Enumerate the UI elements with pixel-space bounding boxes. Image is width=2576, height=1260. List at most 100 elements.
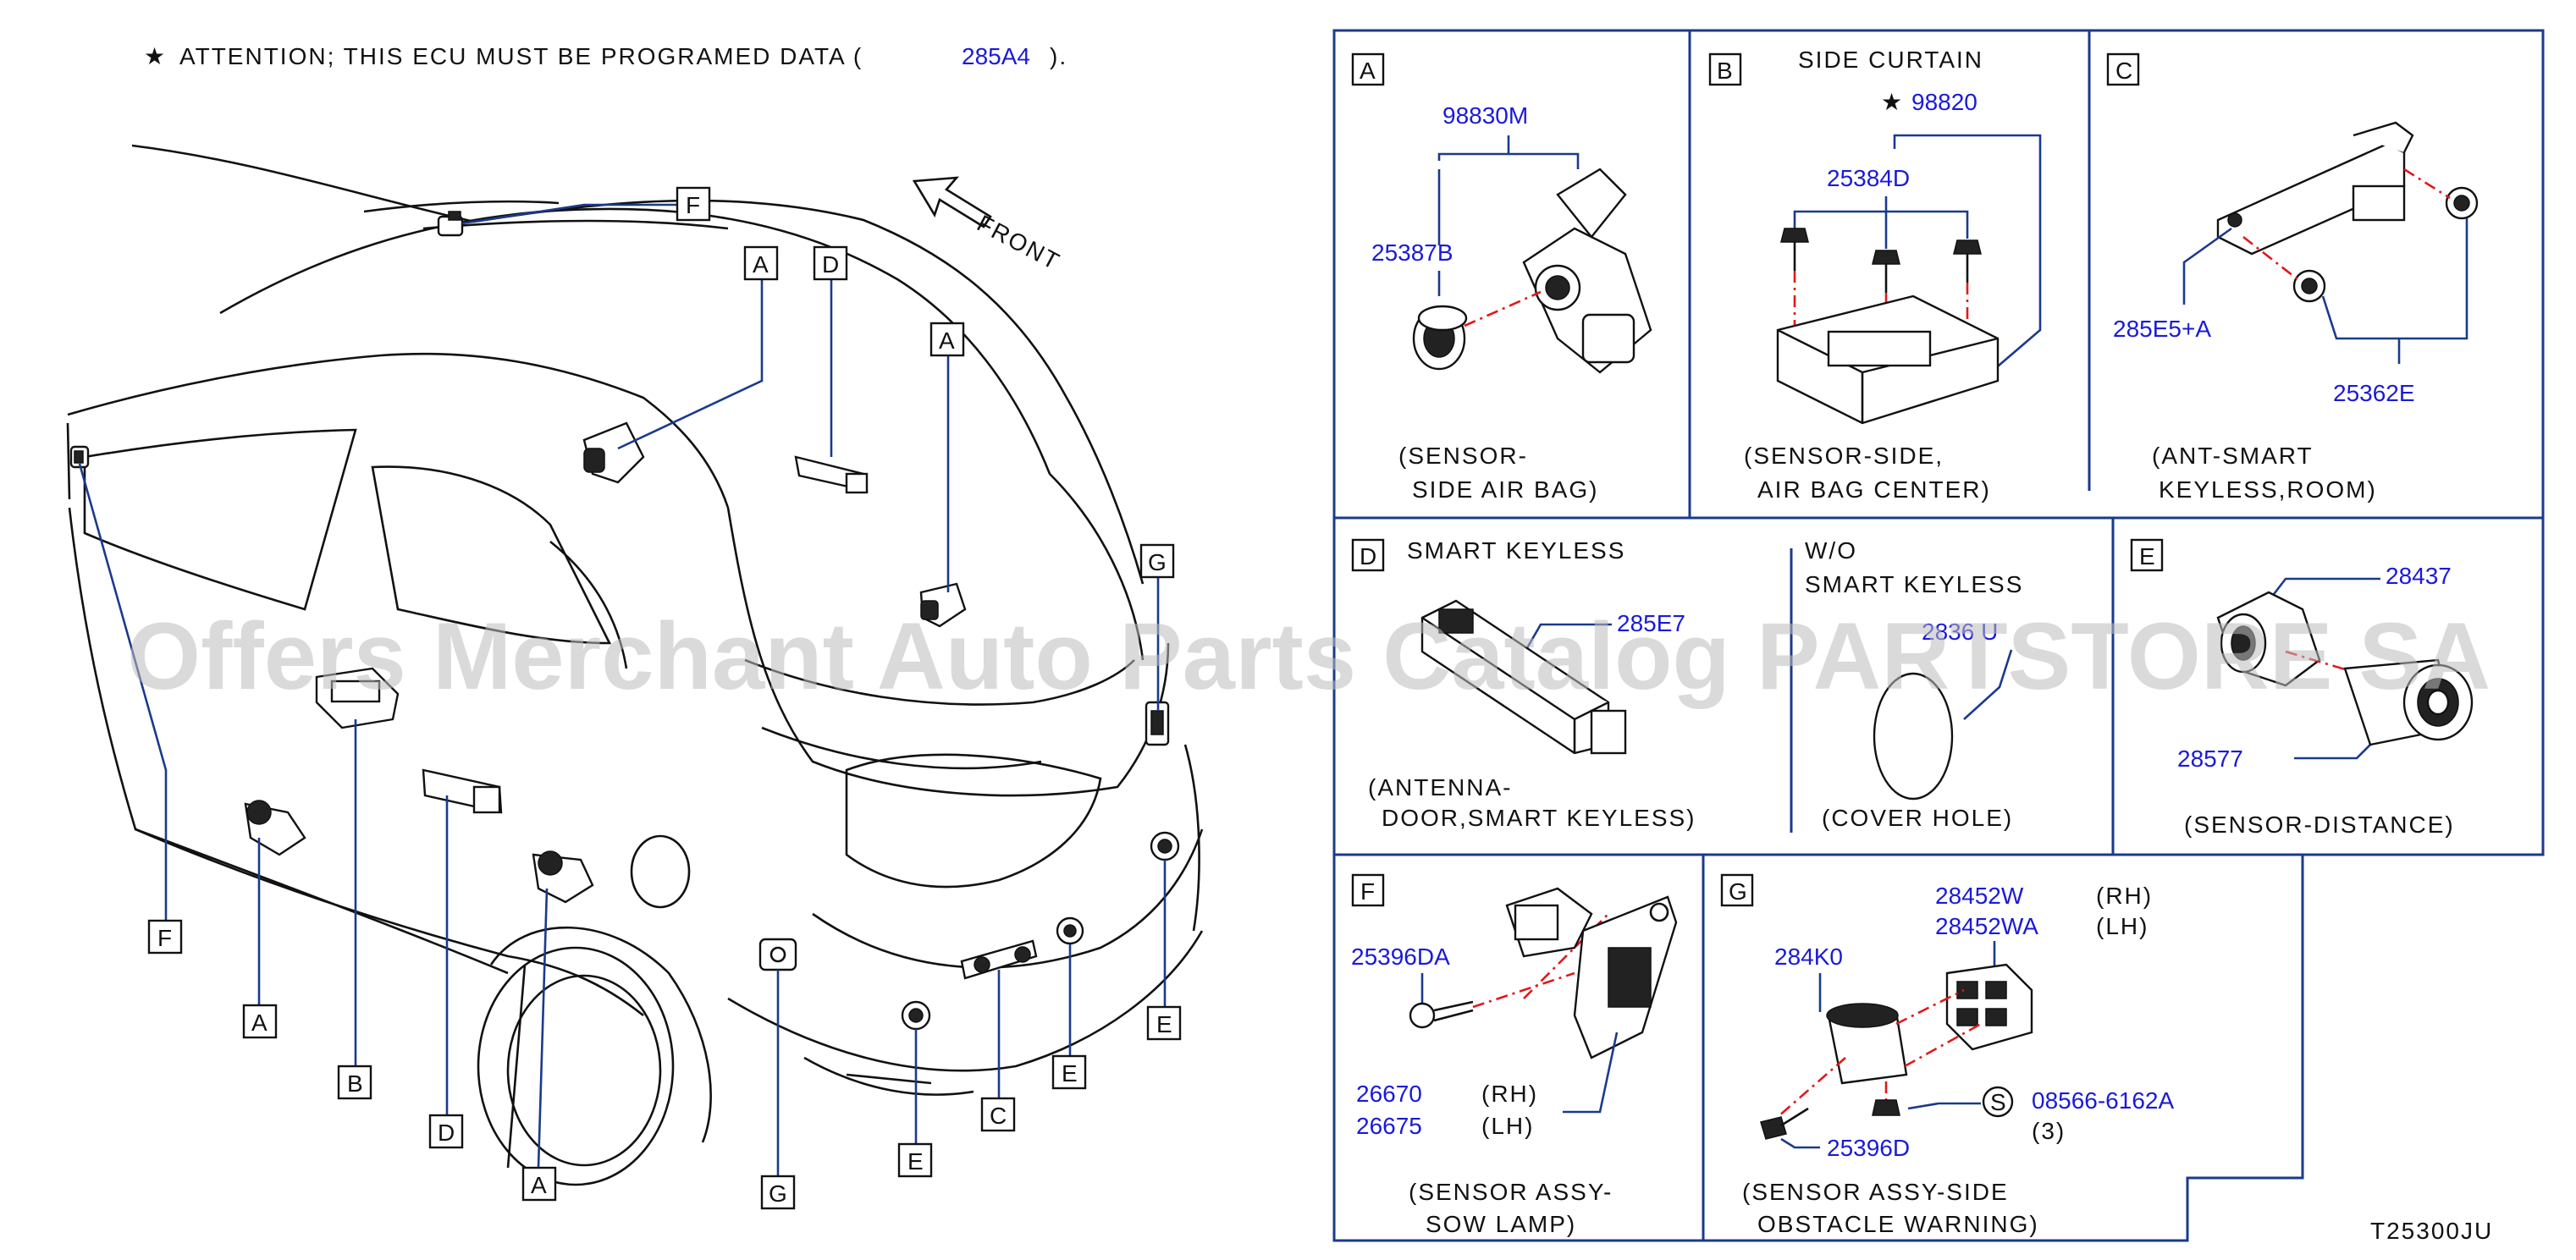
car-callout-d-bottom[interactable]: D	[428, 1114, 464, 1149]
svg-text:D: D	[822, 251, 839, 278]
part-2836u[interactable]: 2836 U	[1922, 619, 1998, 645]
attention-part-link[interactable]: 285A4	[962, 43, 1030, 69]
figure-code: T25300JU	[2370, 1218, 2493, 1244]
car-callout-a-bottom-left[interactable]: A	[242, 1004, 278, 1039]
attention-star: ★	[144, 43, 167, 69]
svg-text:D: D	[438, 1120, 455, 1146]
car-part-sensor-roof[interactable]	[437, 211, 464, 237]
car-callout-leaders	[78, 203, 1167, 1176]
car-callout-e-right[interactable]: E	[1146, 1005, 1182, 1041]
car-part-sensor-e-right[interactable]	[1150, 831, 1180, 861]
panel-d-caption-2: DOOR,SMART KEYLESS)	[1382, 805, 1696, 831]
car-callout-a-top[interactable]: A	[743, 245, 779, 281]
panel-g-s-mark: S	[1990, 1089, 2006, 1115]
sensor-holder-icon	[2216, 591, 2321, 687]
car-callout-e-bottom-left[interactable]: E	[897, 1142, 933, 1178]
part-98830m[interactable]: 98830M	[1442, 102, 1528, 129]
part-28437[interactable]: 28437	[2386, 563, 2452, 589]
part-26675[interactable]: 26675	[1356, 1113, 1422, 1139]
part-28577[interactable]: 28577	[2177, 746, 2243, 772]
car-part-antenna-c[interactable]	[960, 939, 1038, 980]
car-callout-f-top[interactable]: F	[676, 186, 711, 222]
panel-g-letter: G	[1729, 878, 1747, 905]
part-25396d[interactable]: 25396D	[1827, 1135, 1910, 1161]
part-284k0[interactable]: 284K0	[1774, 944, 1843, 970]
car-callout-f-bottom[interactable]: F	[147, 919, 183, 955]
svg-text:G: G	[769, 1180, 787, 1207]
part-08566-6162a[interactable]: 08566-6162A	[2032, 1087, 2174, 1114]
car-part-sensor-a-bottom-mid[interactable]	[532, 850, 594, 904]
svg-text:E: E	[1062, 1060, 1078, 1087]
car-callout-a-right[interactable]: A	[929, 322, 965, 357]
car-part-sensor-a-top[interactable]	[582, 421, 645, 484]
panel-c-letter: C	[2115, 58, 2132, 84]
svg-text:F: F	[686, 192, 700, 218]
screw-icon	[1409, 1000, 1474, 1029]
part-26670[interactable]: 26670	[1356, 1081, 1422, 1107]
panel-d-letter: D	[1360, 543, 1376, 569]
car-part-sensor-a-bottom-left[interactable]	[244, 800, 306, 856]
part-25362e[interactable]: 25362E	[2333, 380, 2415, 406]
car-callout-g-right[interactable]: G	[1139, 543, 1175, 579]
panel-b-title: SIDE CURTAIN	[1798, 47, 1983, 73]
panel-b-star: ★	[1881, 89, 1904, 115]
front-arrow-icon: FRONT	[912, 176, 1065, 275]
svg-text:A: A	[251, 1010, 268, 1036]
panel-c-caption-1: (ANT-SMART	[2152, 443, 2314, 469]
distance-sensor-icon	[2343, 658, 2474, 746]
svg-text:E: E	[907, 1148, 924, 1175]
car-callout-d-top[interactable]: D	[813, 245, 848, 281]
panel-g-side-lh: (LH)	[2096, 913, 2149, 939]
bolt-icon	[1780, 228, 1809, 271]
panel-a-caption-2: SIDE AIR BAG)	[1412, 476, 1599, 503]
car-part-sensor-g-bottom[interactable]	[758, 938, 797, 971]
car-part-sensor-f[interactable]	[69, 445, 90, 469]
panel-a-letter: A	[1360, 58, 1376, 84]
car-callout-g-bottom[interactable]: G	[760, 1175, 796, 1210]
panel-g-qty: (3)	[2032, 1118, 2066, 1144]
car-part-sensor-g-right[interactable]	[1145, 701, 1170, 746]
car-part-sensor-e-bottom-mid[interactable]	[1056, 916, 1084, 945]
part-25384d[interactable]: 25384D	[1827, 165, 1910, 191]
s-mark-icon	[1982, 1086, 2014, 1118]
svg-text:A: A	[939, 327, 955, 354]
detail-panels-frame	[1332, 29, 2545, 1242]
part-28452wa[interactable]: 28452WA	[1935, 913, 2038, 939]
panel-d-alt-caption: (COVER HOLE)	[1822, 805, 2013, 831]
panel-a: A 98830M 25387B (SENSOR- SIDE AIR BAG)	[1351, 52, 1652, 503]
bracket-icon	[1945, 963, 2033, 1051]
car-part-ecu-b[interactable]	[315, 667, 400, 729]
door-antenna-icon	[1420, 599, 1627, 755]
part-285e5a[interactable]: 285E5+A	[2113, 316, 2211, 342]
car-callout-c-bottom[interactable]: C	[980, 1097, 1016, 1132]
part-98820[interactable]: 98820	[1911, 89, 1978, 115]
panel-d: D SMART KEYLESS 285E7 (ANTENNA- DOOR,SMA…	[1351, 537, 2022, 831]
panel-e-caption: (SENSOR-DISTANCE)	[2184, 812, 2455, 838]
car-part-sensor-a-right[interactable]	[919, 582, 967, 628]
car-callout-b-bottom[interactable]: B	[337, 1065, 372, 1100]
svg-text:E: E	[1156, 1011, 1172, 1037]
car-part-antenna-d-top[interactable]	[794, 455, 869, 494]
panel-b-caption-1: (SENSOR-SIDE,	[1744, 443, 1944, 469]
part-285e7[interactable]: 285E7	[1617, 610, 1685, 636]
part-25387b[interactable]: 25387B	[1371, 239, 1453, 266]
part-25396da[interactable]: 25396DA	[1351, 944, 1450, 970]
panel-a-caption-1: (SENSOR-	[1398, 443, 1528, 469]
svg-text:C: C	[990, 1103, 1007, 1129]
panel-g-caption-2: OBSTACLE WARNING)	[1757, 1211, 2039, 1237]
panel-d-alt-title-1: W/O	[1805, 537, 1857, 564]
panel-g-caption-1: (SENSOR ASSY-SIDE	[1742, 1179, 2009, 1205]
panel-g-side-rh: (RH)	[2096, 883, 2153, 909]
airbag-center-sensor-icon	[1776, 294, 2000, 425]
room-antenna-icon	[2216, 121, 2414, 256]
car-callout-a-bottom-mid[interactable]: A	[521, 1166, 557, 1202]
panel-f-side-lh: (LH)	[1481, 1113, 1534, 1139]
panel-b: B SIDE CURTAIN ★ 98820 25384D (SENSOR-SI…	[1708, 47, 2042, 503]
obstacle-sensor-icon	[1826, 1003, 1908, 1085]
car-part-sensor-e-bottom-left[interactable]	[901, 1000, 931, 1031]
part-28452w[interactable]: 28452W	[1935, 883, 2024, 909]
car-part-antenna-d-bottom[interactable]	[422, 768, 503, 814]
car-callout-e-bottom-mid[interactable]: E	[1051, 1054, 1087, 1090]
sow-lamp-sensor-icon	[1505, 887, 1678, 1059]
